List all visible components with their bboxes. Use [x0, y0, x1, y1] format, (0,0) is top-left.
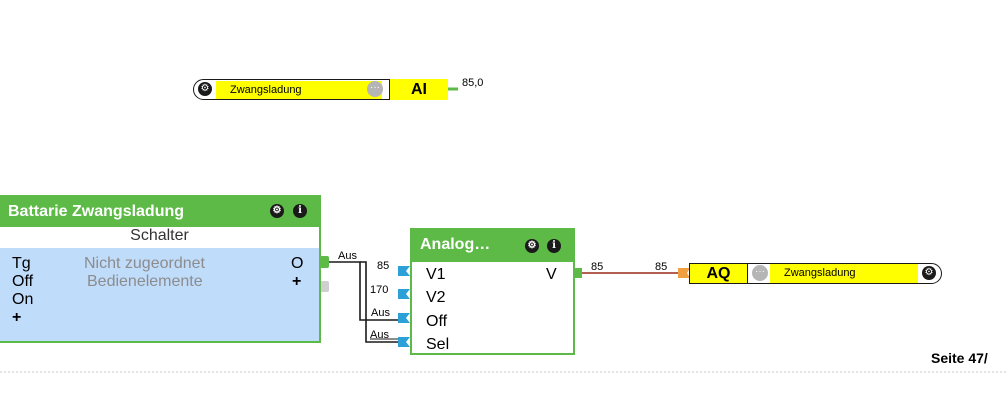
aq-node[interactable]: AQ ··· Zwangsladung ⚙ [689, 263, 942, 284]
switch-assigned: Nicht zugeordnet [84, 255, 205, 272]
ai-node[interactable]: ⚙ Zwangsladung ··· AI [193, 79, 448, 100]
switch-output-value: Aus [338, 250, 357, 262]
analog-input-sel[interactable]: Sel [426, 336, 450, 353]
wire-o-to-sel [360, 261, 400, 343]
aq-type: AQ [706, 265, 731, 282]
switch-subtitle-text: Schalter [130, 227, 189, 244]
analog-header[interactable]: Analog… ⚙ i [412, 230, 573, 262]
page-indicator: Seite 47/ [931, 350, 988, 366]
ai-output-value: 85,0 [462, 77, 484, 89]
switch-subtitle: Schalter [0, 227, 319, 248]
switch-input-off[interactable]: Off [12, 273, 34, 290]
analog-v1-value: 85 [377, 260, 390, 272]
analog-output-value: 85 [591, 261, 604, 273]
gear-icon[interactable]: ⚙ [198, 82, 212, 96]
info-icon[interactable]: i [547, 239, 561, 253]
more-icon[interactable]: ··· [367, 81, 383, 97]
analog-v2-value: 170 [370, 284, 389, 296]
more-icon[interactable]: ··· [752, 265, 768, 281]
analog-input-off[interactable]: Off [426, 313, 448, 330]
ai-type: AI [411, 81, 427, 98]
switch-o-port [320, 256, 329, 268]
gear-icon[interactable]: ⚙ [922, 266, 936, 280]
aq-label: Zwangsladung [770, 264, 918, 283]
switch-title: Battarie Zwangsladung [8, 203, 185, 220]
ai-type-box: AI [389, 79, 448, 100]
switch-controls: Bedienelemente [87, 273, 203, 290]
analog-input-v1[interactable]: V1 [426, 266, 446, 283]
analog-v2-port [398, 289, 410, 299]
gear-icon[interactable]: ⚙ [270, 204, 284, 218]
analog-sel-value: Aus [370, 329, 389, 341]
switch-add-input[interactable]: + [12, 309, 22, 326]
switch-block[interactable]: Battarie Zwangsladung ⚙ i Schalter Tg Of… [0, 195, 321, 343]
switch-input-tg[interactable]: Tg [12, 255, 31, 272]
analog-v1-port [398, 266, 410, 276]
aq-type-box: AQ [690, 264, 748, 283]
analog-input-v2[interactable]: V2 [426, 289, 446, 306]
analog-off-value: Aus [371, 307, 390, 319]
aq-input-value: 85 [655, 261, 668, 273]
switch-input-on[interactable]: On [12, 291, 34, 308]
ai-label: Zwangsladung [216, 81, 382, 99]
analog-block[interactable]: Analog… ⚙ i V1 V2 Off Sel V [410, 228, 575, 355]
analog-title: Analog… [420, 236, 491, 253]
analog-output-port [574, 268, 582, 278]
switch-add-port [320, 281, 329, 292]
ai-label-text: Zwangsladung [230, 84, 302, 96]
switch-add-output[interactable]: + [292, 273, 302, 290]
analog-sel-port [398, 337, 410, 347]
analog-output-v[interactable]: V [546, 266, 557, 283]
switch-output-o[interactable]: O [291, 255, 304, 272]
switch-header[interactable]: Battarie Zwangsladung ⚙ i [0, 197, 319, 227]
aq-label-text: Zwangsladung [784, 267, 856, 279]
info-icon[interactable]: i [293, 204, 307, 218]
gear-icon[interactable]: ⚙ [525, 239, 539, 253]
aq-input-port [678, 268, 690, 278]
analog-off-port [398, 313, 410, 323]
